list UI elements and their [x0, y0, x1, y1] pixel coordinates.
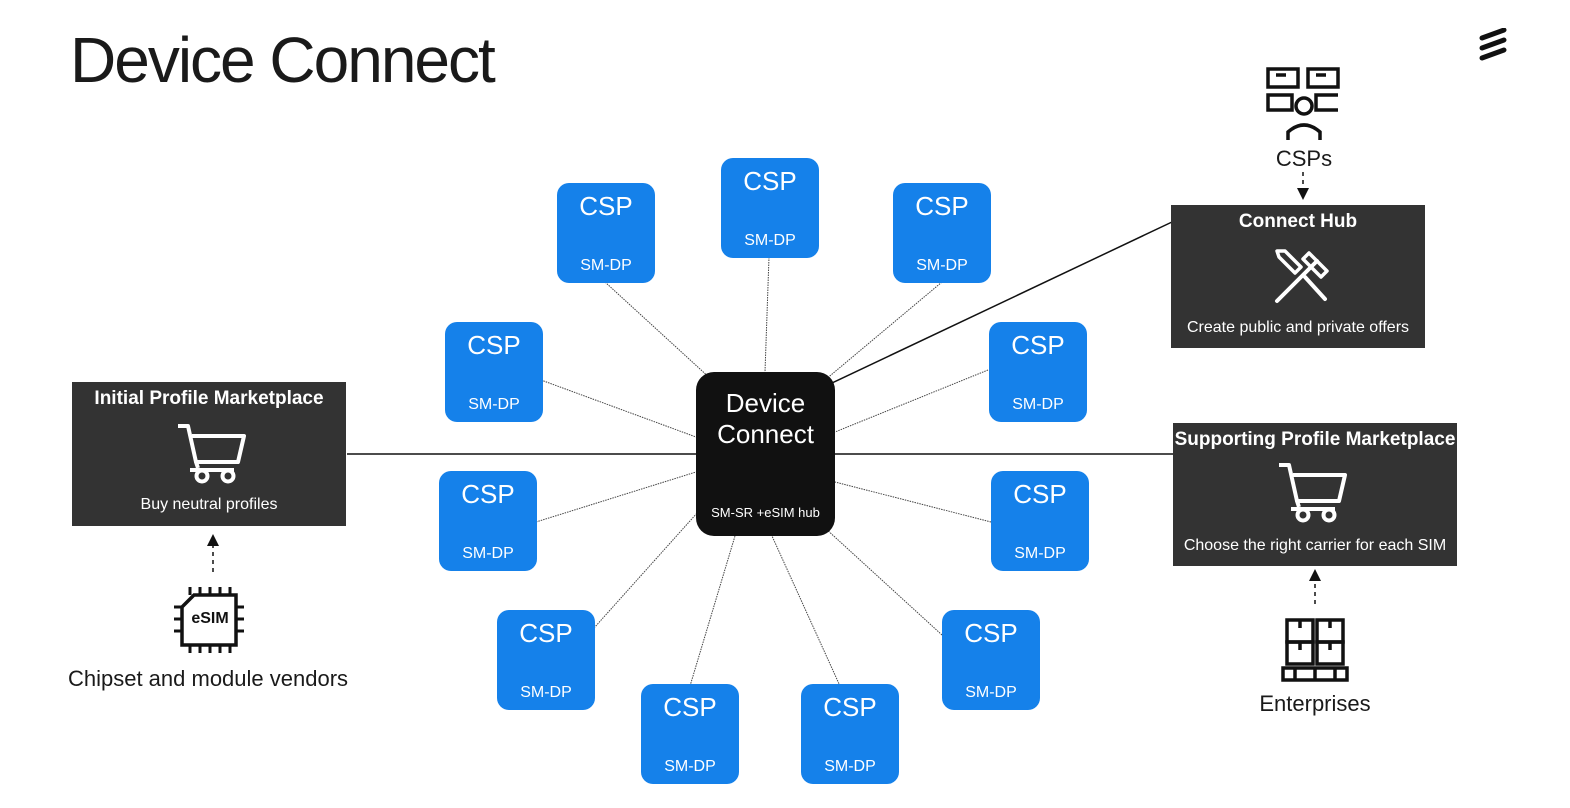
page-title: Device Connect [70, 24, 496, 96]
link-csp-2 [764, 256, 770, 373]
panel-title: Supporting Profile Marketplace [1174, 429, 1456, 450]
csp-sublabel: SM-DP [965, 684, 1017, 701]
csp-label: CSP [663, 692, 717, 722]
csp-label: CSP [579, 191, 633, 221]
csp-sublabel: SM-DP [1014, 545, 1066, 562]
csp-label: CSP [823, 692, 877, 722]
csp-node: CSP SM-DP [893, 183, 991, 283]
csp-node: CSP SM-DP [991, 471, 1089, 571]
csp-sublabel: SM-DP [1012, 396, 1064, 413]
link-csp-1 [604, 281, 713, 381]
csp-node: CSP SM-DP [942, 610, 1040, 710]
initial-profile-marketplace-panel: Initial Profile Marketplace Buy neutral … [72, 382, 346, 526]
link-csp-5 [834, 369, 989, 433]
connect-hub-panel: Connect Hub Create public and private of… [1171, 205, 1425, 348]
csp-node: CSP SM-DP [497, 610, 595, 710]
csps-icon [1266, 67, 1340, 140]
link-csp-10 [771, 535, 841, 687]
link-csp-3 [824, 281, 943, 381]
supporting-profile-marketplace-panel: Supporting Profile Marketplace Choose th… [1173, 423, 1457, 566]
csp-label: CSP [915, 191, 969, 221]
csp-node: CSP SM-DP [801, 684, 899, 784]
csp-label: CSP [467, 330, 521, 360]
csp-sublabel: SM-DP [664, 758, 716, 775]
panel-description: Create public and private offers [1186, 319, 1410, 336]
panel-description: Buy neutral profiles [140, 496, 278, 513]
csp-node: CSP SM-DP [445, 322, 543, 422]
pallet-boxes-icon [1281, 618, 1349, 682]
csp-node: CSP SM-DP [557, 183, 655, 283]
csp-label: CSP [1013, 479, 1067, 509]
csp-label: CSP [1011, 330, 1065, 360]
panel-description: Choose the right carrier for each SIM [1183, 537, 1447, 554]
csp-label: CSP [519, 618, 573, 648]
csp-sublabel: SM-DP [824, 758, 876, 775]
csp-sublabel: SM-DP [916, 257, 968, 274]
csp-sublabel: SM-DP [580, 257, 632, 274]
link-csp-8 [593, 511, 699, 629]
csp-node: CSP SM-DP [439, 471, 537, 571]
csp-node: CSP SM-DP [641, 684, 739, 784]
link-csp-9 [689, 535, 736, 687]
link-csp-7 [834, 481, 992, 523]
link-csp-6 [535, 471, 697, 523]
csp-sublabel: SM-DP [520, 684, 572, 701]
tools-icon [1275, 249, 1329, 303]
hub-title: Device Connect [717, 388, 814, 449]
enterprises-label: Enterprises [1259, 691, 1371, 716]
panel-title: Initial Profile Marketplace [94, 388, 324, 409]
panel-title: Connect Hub [1238, 211, 1358, 232]
cart-icon [178, 424, 246, 484]
esim-chip-icon [174, 587, 244, 653]
link-csp-11 [824, 527, 943, 636]
link-connect-hub [831, 221, 1173, 384]
csps-label: CSPs [1275, 146, 1333, 171]
csp-label: CSP [964, 618, 1018, 648]
hub-subtitle: SM-SR +eSIM hub [711, 505, 820, 520]
cart-icon [1279, 463, 1347, 523]
csp-label: CSP [461, 479, 515, 509]
csp-sublabel: SM-DP [462, 545, 514, 562]
device-connect-hub: Device Connect SM-SR +eSIM hub [696, 372, 835, 536]
csp-sublabel: SM-DP [744, 232, 796, 249]
link-csp-4 [540, 379, 697, 438]
csp-node: CSP SM-DP [721, 158, 819, 258]
csp-node: CSP SM-DP [989, 322, 1087, 422]
csp-sublabel: SM-DP [468, 396, 520, 413]
csp-label: CSP [743, 166, 797, 196]
logo-icon [1479, 28, 1507, 61]
esim-chip-text: eSIM [191, 610, 229, 627]
vendors-label: Chipset and module vendors [67, 666, 349, 691]
